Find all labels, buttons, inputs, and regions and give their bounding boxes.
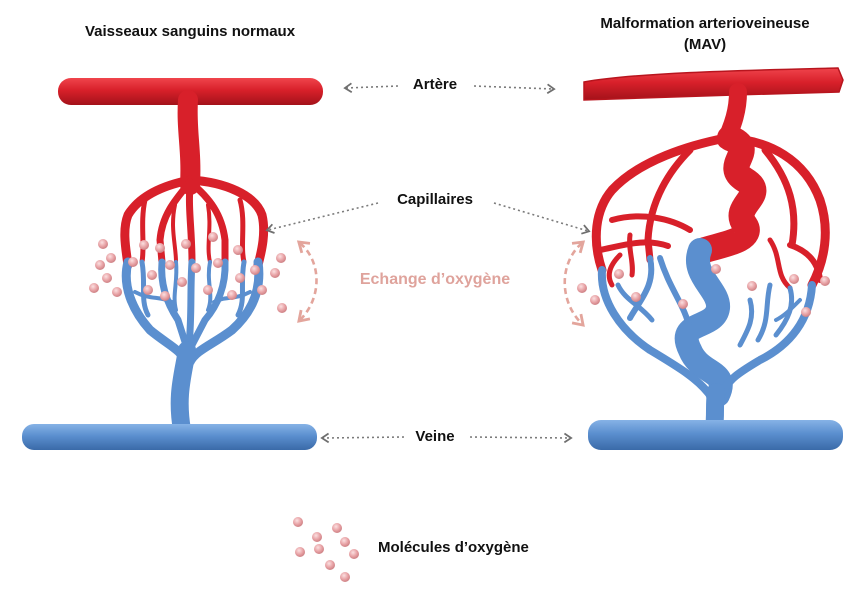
label-vein: Veine xyxy=(415,428,455,445)
avm-vein xyxy=(588,420,843,450)
artery-arrow-right xyxy=(473,83,556,95)
vein-arrow-right xyxy=(469,432,573,444)
avm-vessels xyxy=(583,67,844,450)
exchange-arrows xyxy=(296,240,586,327)
label-artery: Artère xyxy=(412,76,458,93)
normal-arteriole-stem xyxy=(177,90,201,195)
avm-artery xyxy=(583,67,844,101)
avm-venous-network xyxy=(597,255,816,402)
avm-arterial-shunt xyxy=(692,125,767,263)
title-avm-line1: Malformation arterioveineuse xyxy=(600,15,810,32)
legend-oxygen-label: Molécules d’oxygène xyxy=(378,539,529,556)
normal-vein xyxy=(22,424,317,450)
avm-venous-shunt xyxy=(674,238,733,407)
legend-oxygen-icon xyxy=(293,517,359,582)
capillaries-arrow-left xyxy=(265,202,379,234)
title-avm-line2: (MAV) xyxy=(683,36,727,53)
label-oxygen-exchange: Echange d’oxygène xyxy=(359,271,511,288)
label-arrows xyxy=(265,82,591,444)
exchange-arrow-right xyxy=(563,240,586,327)
label-capillaries: Capillaires xyxy=(397,191,473,208)
title-avm: Malformation arterioveineuse (MAV) xyxy=(545,13,865,55)
exchange-arrow-left xyxy=(296,240,318,323)
title-normal-vessels: Vaisseaux sanguins normaux xyxy=(84,23,296,40)
artery-arrow-left xyxy=(343,82,399,94)
vein-arrow-left xyxy=(320,432,405,444)
avm-arterial-network xyxy=(591,133,830,291)
normal-oxygen-molecules xyxy=(89,232,287,313)
normal-venule-stem xyxy=(170,341,196,439)
capillaries-arrow-right xyxy=(493,202,591,235)
